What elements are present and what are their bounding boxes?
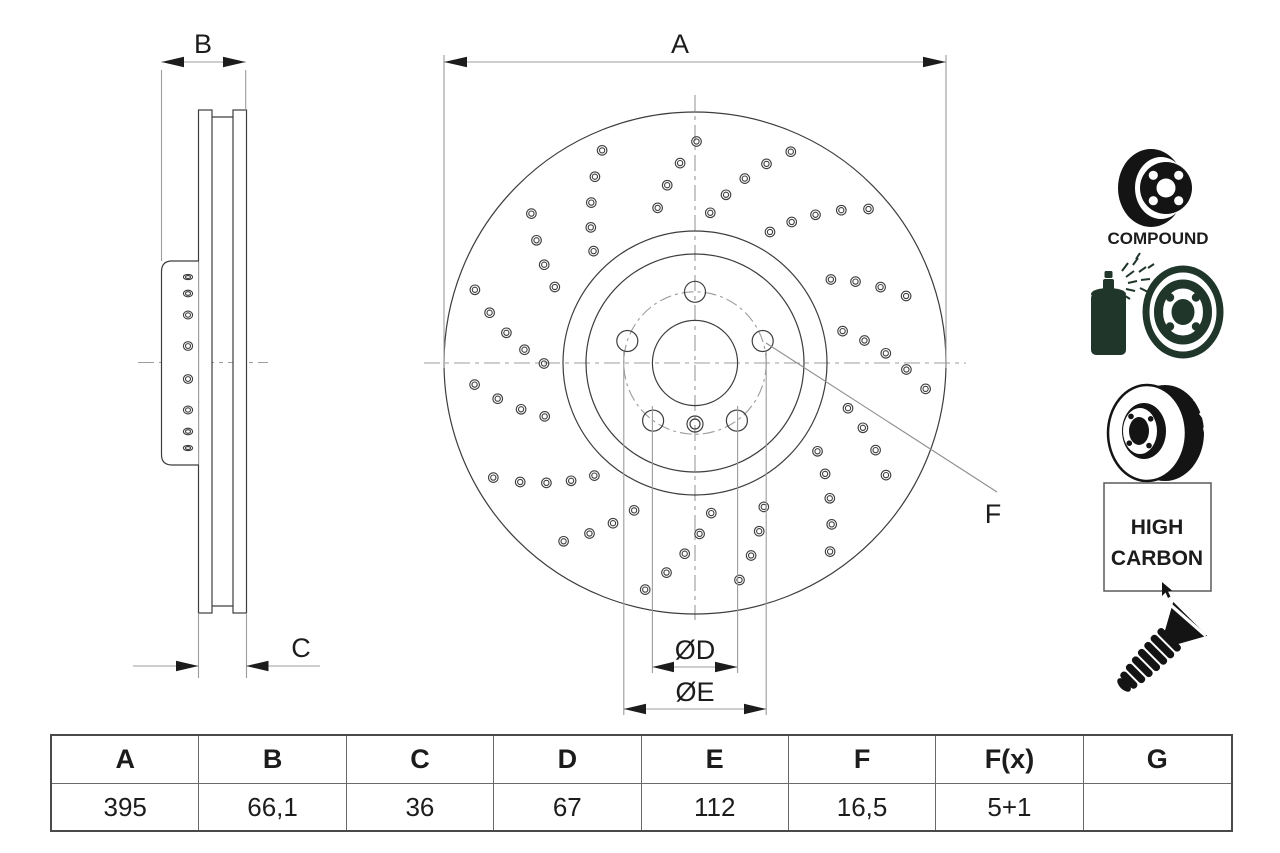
high-carbon-badge: HIGH CARBON — [1103, 482, 1212, 592]
hub-flange-circle — [585, 253, 805, 473]
compound-disc-icon — [1118, 149, 1192, 227]
dim-e-arrow-left — [623, 703, 646, 715]
drilled-holes-pattern — [469, 136, 931, 595]
dim-a-arrow-left — [444, 56, 467, 68]
spec-header-f: F — [788, 736, 937, 784]
high-carbon-line2: CARBON — [1111, 547, 1203, 570]
dim-f-label: F — [985, 499, 1002, 529]
dim-d-label: ØD — [675, 635, 716, 665]
feature-icons: COMPOUND — [1091, 149, 1224, 692]
dim-d-arrow-left — [652, 661, 674, 673]
spec-value-f: 16,5 — [789, 784, 937, 830]
dim-c-arrow-right — [246, 660, 269, 672]
spec-header-g: G — [1083, 736, 1231, 784]
spec-value-c: 36 — [347, 784, 495, 830]
spec-header-c: C — [346, 736, 495, 784]
bolt-hole — [683, 280, 707, 303]
coated-disc-spray-icon — [1091, 252, 1224, 359]
front-view — [424, 95, 966, 620]
side-hub-holes — [182, 273, 194, 452]
side-right-plate — [232, 109, 248, 614]
spec-header-a: A — [52, 736, 200, 784]
side-view — [138, 109, 268, 614]
bolt-hole — [616, 329, 639, 353]
side-left-plate — [197, 109, 213, 614]
dim-a-label: A — [671, 29, 689, 59]
drawing-svg: A B C ØD — [133, 29, 1224, 715]
spec-header-e: E — [641, 736, 789, 784]
spec-header-fx: F(x) — [936, 736, 1084, 784]
spec-value-b: 66,1 — [199, 784, 347, 830]
screw-icon — [1117, 601, 1208, 692]
vented-disc-icon — [1106, 383, 1212, 483]
bolt-hole — [641, 409, 665, 432]
dim-e-label: ØE — [675, 677, 714, 707]
dim-c-arrow-left — [176, 660, 199, 672]
dim-a — [443, 55, 947, 368]
dim-e-arrow-right — [744, 703, 767, 715]
dim-b-label: B — [194, 29, 212, 59]
friction-band-inner-circle — [562, 230, 828, 496]
pointer-cursor-icon — [1162, 582, 1172, 598]
center-bore-circle — [651, 319, 739, 407]
dim-e — [623, 352, 767, 715]
dim-b-arrow-left — [161, 56, 184, 68]
spec-header-b: B — [199, 736, 347, 784]
spec-value-a: 395 — [52, 784, 200, 830]
bolt-hole — [725, 409, 749, 432]
spec-value-fx: 5+1 — [936, 784, 1084, 830]
spec-header-d: D — [494, 736, 642, 784]
compound-label: COMPOUND — [1107, 229, 1208, 248]
dim-a-arrow-right — [923, 56, 946, 68]
dim-c-label: C — [291, 633, 311, 663]
high-carbon-line1: HIGH — [1131, 516, 1184, 539]
set-screw-hole — [686, 415, 704, 433]
spec-value-d: 67 — [494, 784, 642, 830]
bolt-hole — [751, 329, 774, 353]
dimension-spec-table: A B C D E F F(x) G 395 66,1 36 67 112 16… — [50, 734, 1233, 832]
dim-b-arrow-right — [223, 56, 246, 68]
dim-f-leader-line — [765, 342, 998, 493]
set-screw-hole-inner — [689, 418, 701, 430]
spec-value-e: 112 — [642, 784, 789, 830]
dimensions: A B C ØD — [133, 29, 1001, 715]
side-hub-bell — [160, 260, 199, 466]
spec-value-g — [1084, 784, 1231, 830]
dim-d-arrow-right — [715, 661, 738, 673]
